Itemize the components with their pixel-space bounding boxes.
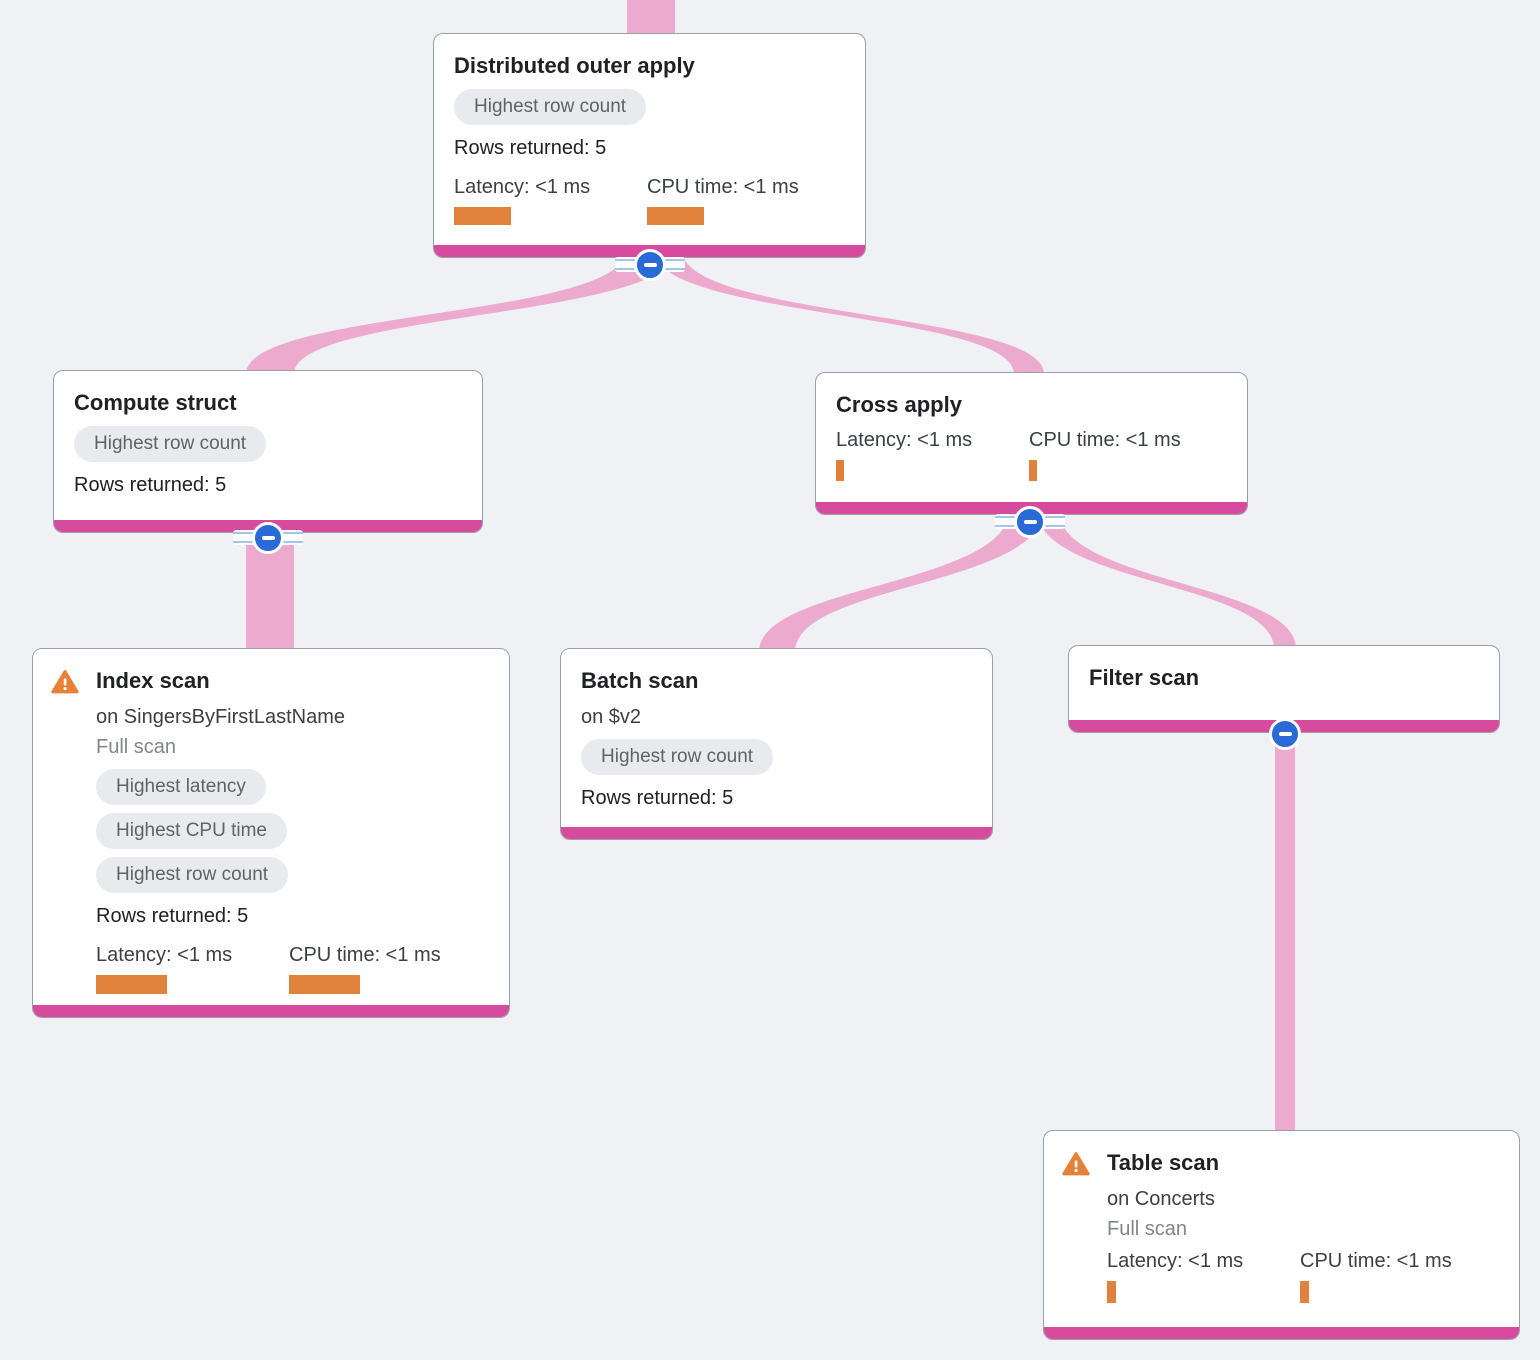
metrics-row: Latency: <1 ms CPU time: <1 ms (1107, 1248, 1499, 1303)
latency-metric: Latency: <1 ms (96, 942, 289, 994)
warning-icon (51, 669, 79, 695)
full-scan-note: Full scan (96, 736, 177, 758)
latency-label: Latency: <1 ms (96, 944, 233, 966)
cpu-time-label: CPU time: <1 ms (1029, 429, 1181, 451)
badge-list: Highest row count (454, 89, 845, 125)
latency-label: Latency: <1 ms (1107, 1250, 1244, 1272)
badge-list: Highest row count (74, 426, 462, 462)
cpu-time-metric: CPU time: <1 ms (289, 942, 482, 994)
plan-node-cross-apply[interactable]: Cross apply Latency: <1 ms CPU time: <1 … (815, 372, 1248, 515)
latency-metric: Latency: <1 ms (454, 174, 647, 225)
latency-bar (1107, 1281, 1116, 1303)
badge-list: Highest latency Highest CPU time Highest… (96, 769, 489, 893)
latency-bar (96, 975, 167, 994)
latency-metric: Latency: <1 ms (836, 427, 1029, 481)
edge-root-to-distributed-outer-apply (627, 0, 675, 40)
full-scan-note: Full scan (1107, 1218, 1188, 1240)
metrics-row: Latency: <1 ms CPU time: <1 ms (96, 942, 489, 994)
node-accent-bar (33, 1005, 509, 1017)
rows-returned: Rows returned: 5 (581, 787, 734, 809)
node-title: Table scan (1107, 1150, 1220, 1175)
node-subtitle: on Concerts (1107, 1188, 1215, 1210)
cpu-time-bar (647, 207, 704, 225)
node-title: Compute struct (74, 390, 237, 415)
collapse-button-filter-scan[interactable] (1250, 717, 1320, 750)
metrics-row: Latency: <1 ms CPU time: <1 ms (454, 174, 845, 225)
badge-highest-cpu-time: Highest CPU time (96, 813, 287, 849)
plan-node-index-scan[interactable]: Index scan on SingersByFirstLastName Ful… (32, 648, 510, 1018)
node-subtitle: on SingersByFirstLastName (96, 706, 345, 728)
cpu-time-metric: CPU time: <1 ms (1300, 1248, 1493, 1303)
cpu-time-metric: CPU time: <1 ms (647, 174, 840, 225)
cpu-time-label: CPU time: <1 ms (647, 176, 799, 198)
cpu-time-label: CPU time: <1 ms (1300, 1250, 1452, 1272)
badge-highest-row-count: Highest row count (74, 426, 267, 462)
node-subtitle: on $v2 (581, 706, 642, 728)
cpu-time-metric: CPU time: <1 ms (1029, 427, 1222, 481)
rows-returned: Rows returned: 5 (96, 905, 249, 927)
badge-highest-row-count: Highest row count (454, 89, 647, 125)
plan-node-distributed-outer-apply[interactable]: Distributed outer apply Highest row coun… (433, 33, 866, 258)
collapse-button-distributed-outer-apply[interactable] (615, 248, 685, 281)
plan-node-compute-struct[interactable]: Compute struct Highest row count Rows re… (53, 370, 483, 533)
edge-filter-scan-to-table-scan (1275, 725, 1295, 1135)
edge-distributed-outer-apply-to-cross-apply (654, 250, 1044, 374)
collapse-minus-icon (1269, 717, 1301, 750)
latency-bar (454, 207, 511, 225)
edge-compute-struct-to-index-scan (246, 530, 294, 655)
plan-node-batch-scan[interactable]: Batch scan on $v2 Highest row count Rows… (560, 648, 993, 840)
node-accent-bar (1044, 1327, 1519, 1339)
edge-distributed-outer-apply-to-compute-struct (246, 250, 676, 374)
plan-node-table-scan[interactable]: Table scan on Concerts Full scan Latency… (1043, 1130, 1520, 1340)
node-title: Index scan (96, 668, 210, 693)
node-title: Batch scan (581, 668, 699, 693)
badge-highest-row-count: Highest row count (96, 857, 289, 893)
badge-list: Highest row count (581, 739, 972, 775)
warning-icon (1062, 1151, 1090, 1177)
cpu-time-bar (1029, 460, 1037, 481)
rows-returned: Rows returned: 5 (454, 137, 607, 159)
collapse-minus-icon (252, 521, 284, 554)
edge-cross-apply-to-batch-scan (759, 508, 1044, 652)
latency-label: Latency: <1 ms (836, 429, 973, 451)
badge-highest-latency: Highest latency (96, 769, 266, 805)
rows-returned: Rows returned: 5 (74, 474, 227, 496)
collapse-button-compute-struct[interactable] (233, 521, 303, 554)
cpu-time-bar (289, 975, 360, 994)
latency-metric: Latency: <1 ms (1107, 1248, 1300, 1303)
node-title: Filter scan (1089, 665, 1200, 690)
collapse-minus-icon (1014, 505, 1046, 538)
collapse-button-cross-apply[interactable] (995, 505, 1065, 538)
latency-bar (836, 460, 844, 481)
latency-label: Latency: <1 ms (454, 176, 591, 198)
collapse-minus-icon (634, 248, 666, 281)
node-accent-bar (561, 827, 992, 839)
badge-highest-row-count: Highest row count (581, 739, 774, 775)
cpu-time-label: CPU time: <1 ms (289, 944, 441, 966)
metrics-row: Latency: <1 ms CPU time: <1 ms (836, 427, 1227, 481)
node-title: Distributed outer apply (454, 53, 695, 78)
edge-cross-apply-to-filter-scan (1036, 508, 1296, 649)
node-title: Cross apply (836, 392, 962, 417)
cpu-time-bar (1300, 1281, 1309, 1303)
